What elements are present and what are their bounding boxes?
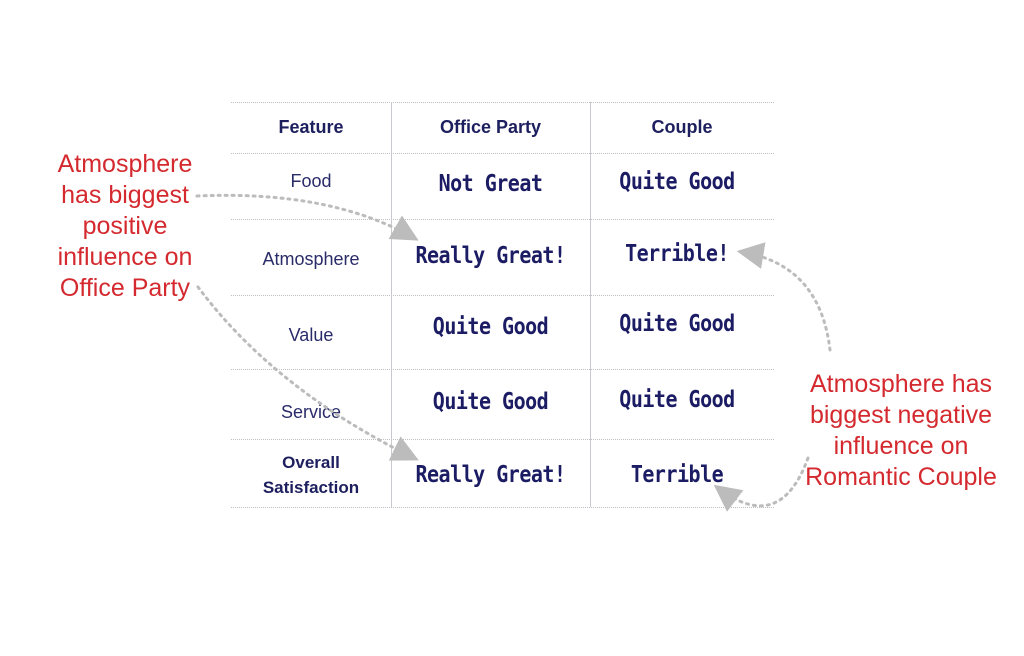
- couple-overall-rating: Terrible: [630, 460, 724, 488]
- annotation-left-line: Office Party: [59, 274, 191, 302]
- office-party-service-rating: Quite Good: [432, 387, 549, 415]
- table-rule-bottom: [231, 507, 774, 508]
- couple-service-rating: Quite Good: [619, 385, 735, 413]
- annotation-right-line: Atmosphere has: [809, 370, 993, 398]
- office-party-atmosphere-rating: Really Great!: [415, 241, 566, 269]
- annotation-right-line: biggest negative: [809, 401, 993, 429]
- annotation-left-line: Atmosphere: [57, 150, 193, 178]
- table-rule: [231, 369, 774, 370]
- annotation-right-line: Romantic Couple: [805, 463, 997, 491]
- annotation-left-line: has biggest: [61, 181, 189, 209]
- annotation-right-line: influence on: [833, 432, 969, 460]
- office-party-food-rating: Not Great: [438, 169, 543, 197]
- feature-overall-satisfaction: Overall Satisfaction: [231, 446, 391, 504]
- table-rule: [231, 219, 774, 220]
- table-rule-top: [231, 102, 774, 103]
- header-office-party: Office Party: [439, 117, 542, 137]
- feature-atmosphere: Atmosphere: [262, 248, 360, 269]
- annotation-right: Atmosphere has biggest negative influenc…: [792, 369, 1010, 493]
- feature-overall-line1: Overall: [282, 453, 340, 472]
- feature-overall-line2: Satisfaction: [262, 478, 360, 497]
- arrow-to-office-party-atmosphere: [195, 193, 419, 241]
- annotation-left: Atmosphere has biggest positive influenc…: [42, 149, 208, 304]
- office-party-value-rating: Quite Good: [432, 312, 549, 340]
- header-feature: Feature: [278, 117, 344, 137]
- feature-food: Food: [290, 170, 332, 191]
- annotation-left-line: influence on: [57, 243, 193, 271]
- table-rule: [231, 153, 774, 154]
- table-column-divider: [590, 102, 591, 507]
- header-couple: Couple: [651, 117, 713, 137]
- table-rule: [231, 295, 774, 296]
- office-party-overall-rating: Really Great!: [415, 460, 566, 488]
- couple-food-rating: Quite Good: [619, 167, 735, 195]
- couple-atmosphere-rating: Terrible!: [625, 239, 729, 267]
- arrow-to-couple-overall: [713, 456, 810, 512]
- table-rule: [231, 439, 774, 440]
- annotation-left-line: positive: [82, 212, 168, 240]
- arrow-to-couple-atmosphere: [736, 242, 832, 352]
- feature-value: Value: [288, 324, 334, 345]
- couple-value-rating: Quite Good: [619, 309, 735, 337]
- table-column-divider: [391, 102, 392, 507]
- arrow-to-office-party-overall: [196, 285, 419, 461]
